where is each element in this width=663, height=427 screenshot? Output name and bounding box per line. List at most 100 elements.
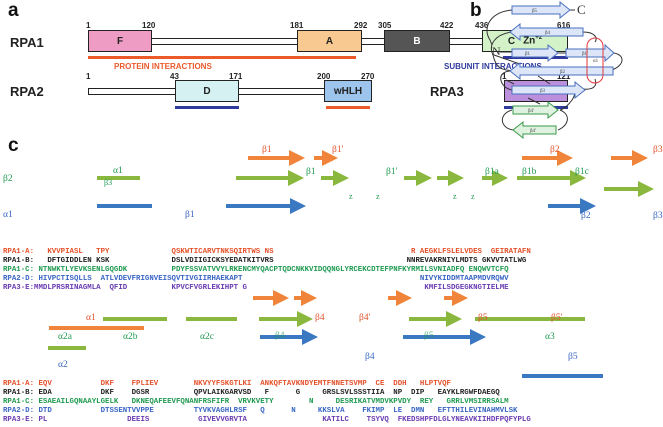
- loop-b4-b2: [490, 31, 516, 72]
- rpa1-a-start: 181: [290, 21, 304, 30]
- rpa3-e-end: 121: [557, 72, 571, 81]
- strand-b1: [511, 43, 559, 63]
- ss-label-rpa1a-b3: β3: [653, 145, 663, 155]
- ss-label-rpa1c-b1: β1: [306, 167, 316, 177]
- seq-residues: ESAEAILGQNAAYLGELK DKNEQAFEEVFQNANFRSFIF…: [38, 398, 509, 406]
- rpa1-c-end: 616: [557, 21, 571, 30]
- ss-label-rpa2d-a2: α2: [58, 360, 68, 370]
- seq-row-rpa3e: RPA3-E:MMDLPRSRINAGMLA QFID KPVCFVGRLEKI…: [3, 284, 531, 293]
- rpa1-b-end: 422: [440, 21, 454, 30]
- ss-label-rpa1c-a2b: α2b: [123, 332, 138, 342]
- ss-label-rpa1c-b1a: β1a: [485, 167, 499, 177]
- zn-charge: +2: [535, 35, 543, 42]
- rpa2-domain-whlh: wHLH: [324, 80, 372, 102]
- rpa1-b-start: 305: [378, 21, 392, 30]
- ss-label-rpa1c-a2a: α2a: [58, 332, 72, 342]
- strand-b1p: [565, 43, 615, 63]
- panel-c-letter: c: [8, 135, 19, 156]
- ss-label-rpa1a-b5p: β5': [551, 313, 563, 323]
- helix-a1: [586, 37, 604, 84]
- strand-b4p: [512, 100, 559, 120]
- strand-label-b4p: β4': [528, 109, 534, 114]
- ss-label-rpa1c-b2: β2: [3, 174, 13, 184]
- seq-label: RPA1-C:: [3, 398, 35, 406]
- domain-a-label: A: [325, 35, 334, 47]
- ss-label-rpa2d-b1: β1: [185, 210, 195, 220]
- subunit-interactions-bar-rpa2: [175, 106, 239, 109]
- ss-label-rpa2d-b3: β3: [653, 211, 663, 221]
- seq-label: RPA2-D:: [3, 275, 35, 283]
- seq-residues: PL DEEIS GIVEVVGRVTA KATILC TSYVQ FKEDSH…: [38, 416, 531, 424]
- seq-residues: KVVPIASL TPY QSKWTICARVTNKSQIRTWS NS R A…: [34, 248, 531, 256]
- rpa2-d-end: 171: [229, 72, 243, 81]
- loop-b2-b3: [500, 70, 513, 91]
- rpa1-c-start: 436: [475, 21, 489, 30]
- seq-residues: NTNWKTLYEVKSENLGQGDK PDYFSSVATVVYLRKENCM…: [34, 266, 509, 274]
- seq-row-rpa1c: RPA1-C: NTNWKTLYEVKSENLGQGDK PDYFSSVATVV…: [3, 266, 531, 275]
- zinc-mark-4: z: [471, 192, 475, 201]
- domain-whlh-label: wHLH: [333, 85, 363, 97]
- seq-label: RPA1-B:: [3, 257, 35, 265]
- ss-label-rpa1a-b5: β5: [478, 313, 488, 323]
- n-terminus-label: N: [492, 44, 501, 58]
- ss-label-rpa1c-b1p: β1': [386, 167, 398, 177]
- ss-label-rpa1c-a2c: α2c: [200, 332, 214, 342]
- domain-d-label: D: [203, 85, 211, 97]
- ss-label-rpa2d-b2: β2: [581, 211, 591, 221]
- ss-label-rpa2d-a1: α1: [3, 210, 13, 220]
- rpa1-label: RPA1: [10, 35, 44, 50]
- seq-row-rpa2d: RPA2-D: DTD DTSSENTVVPPE TYVKVAGHLRSF Q …: [3, 407, 531, 416]
- zinc-label: Zn+2: [523, 35, 542, 46]
- domain-b-label: B: [413, 35, 421, 47]
- protein-interactions-bar-rpa2: [326, 106, 370, 109]
- strand-label-b4p2: β4': [530, 129, 536, 134]
- zinc-mark-2: z: [376, 192, 380, 201]
- alignment-block-1: RPA1-A: KVVPIASL TPY QSKWTICARVTNKSQIRTW…: [3, 248, 531, 293]
- rpa1-a-end: 292: [354, 21, 368, 30]
- hbond-4: [527, 97, 541, 105]
- ss-label-rpa2d-b5: β5: [568, 352, 578, 362]
- ss-label-rpa1a-b4p: β4': [359, 313, 371, 323]
- seq-row-rpa1b: RPA1-B: DFTGIDDLEN KSK DSLVDIIGICKSYEDAT…: [3, 257, 531, 266]
- seq-residues: DFTGIDDLEN KSK DSLVDIIGICKSYEDATKITVRS N…: [34, 257, 527, 265]
- ss-label-rpa1a-b1: β1: [262, 145, 272, 155]
- rpa3-label: RPA3: [430, 84, 464, 99]
- ss-label-rpa2d-b4-overlay: β4: [275, 331, 285, 341]
- seq-residues: DTD DTSSENTVVPPE TYVKVAGHLRSF Q N KKSLVA…: [38, 407, 518, 415]
- ss-label-rpa2d-b4: β4: [365, 352, 375, 362]
- hbond-2: [505, 79, 515, 85]
- zinc-mark-3: z: [453, 192, 457, 201]
- c-terminus-label: C: [577, 2, 586, 17]
- strand-label-b2: β2: [560, 70, 566, 75]
- strand-label-b1p: β1': [582, 52, 588, 57]
- zinc-mark-1: z: [349, 192, 353, 201]
- loop-b4-helix: [582, 31, 597, 43]
- rpa2-start: 1: [86, 72, 91, 81]
- hbond-3: [537, 75, 551, 85]
- rpa2-whlh-end: 270: [361, 72, 375, 81]
- loop-helix-b3: [582, 78, 597, 90]
- strand-label-b1: β1: [525, 52, 531, 57]
- loop-b1p-b2: [611, 52, 623, 71]
- seq-row-rpa1a: RPA1-A: EQV DKF FPLIEV NKVYYFSKGTLKI ANK…: [3, 380, 531, 389]
- ss-label-rpa1a-b2: β2: [550, 145, 560, 155]
- panel-a-letter: a: [8, 0, 19, 21]
- ss-label-rpa1a-b4: β4: [315, 313, 325, 323]
- strand-label-b3: β3: [540, 89, 546, 94]
- rpa1-f-end: 120: [142, 21, 156, 30]
- ss-label-rpa1c-b1c: β1c: [575, 167, 589, 177]
- loop-b4p-b4p2: [501, 109, 514, 131]
- strand-b3: [511, 80, 586, 100]
- zn-text: Zn: [523, 35, 536, 47]
- ss-label-rpa1c-b1b: β1b: [522, 167, 537, 177]
- ss-label-rpa1a-b1p: β1': [332, 145, 344, 155]
- helix-label-a1: α1: [593, 59, 599, 64]
- rpa2-label: RPA2: [10, 84, 44, 99]
- strand-b4: [509, 22, 584, 42]
- seq-row-rpa3e: RPA3-E: PL DEEIS GIVEVVGRVTA KATILC TSYV…: [3, 416, 531, 425]
- panel-b-letter: b: [470, 0, 482, 21]
- seq-row-rpa1a: RPA1-A: KVVPIASL TPY QSKWTICARVTNKSQIRTW…: [3, 248, 531, 257]
- seq-row-rpa2d: RPA2-D: HIVPCTISQLLS ATLVDEVFRIGNVEISQVT…: [3, 275, 531, 284]
- seq-label: RPA3-E:: [3, 284, 35, 292]
